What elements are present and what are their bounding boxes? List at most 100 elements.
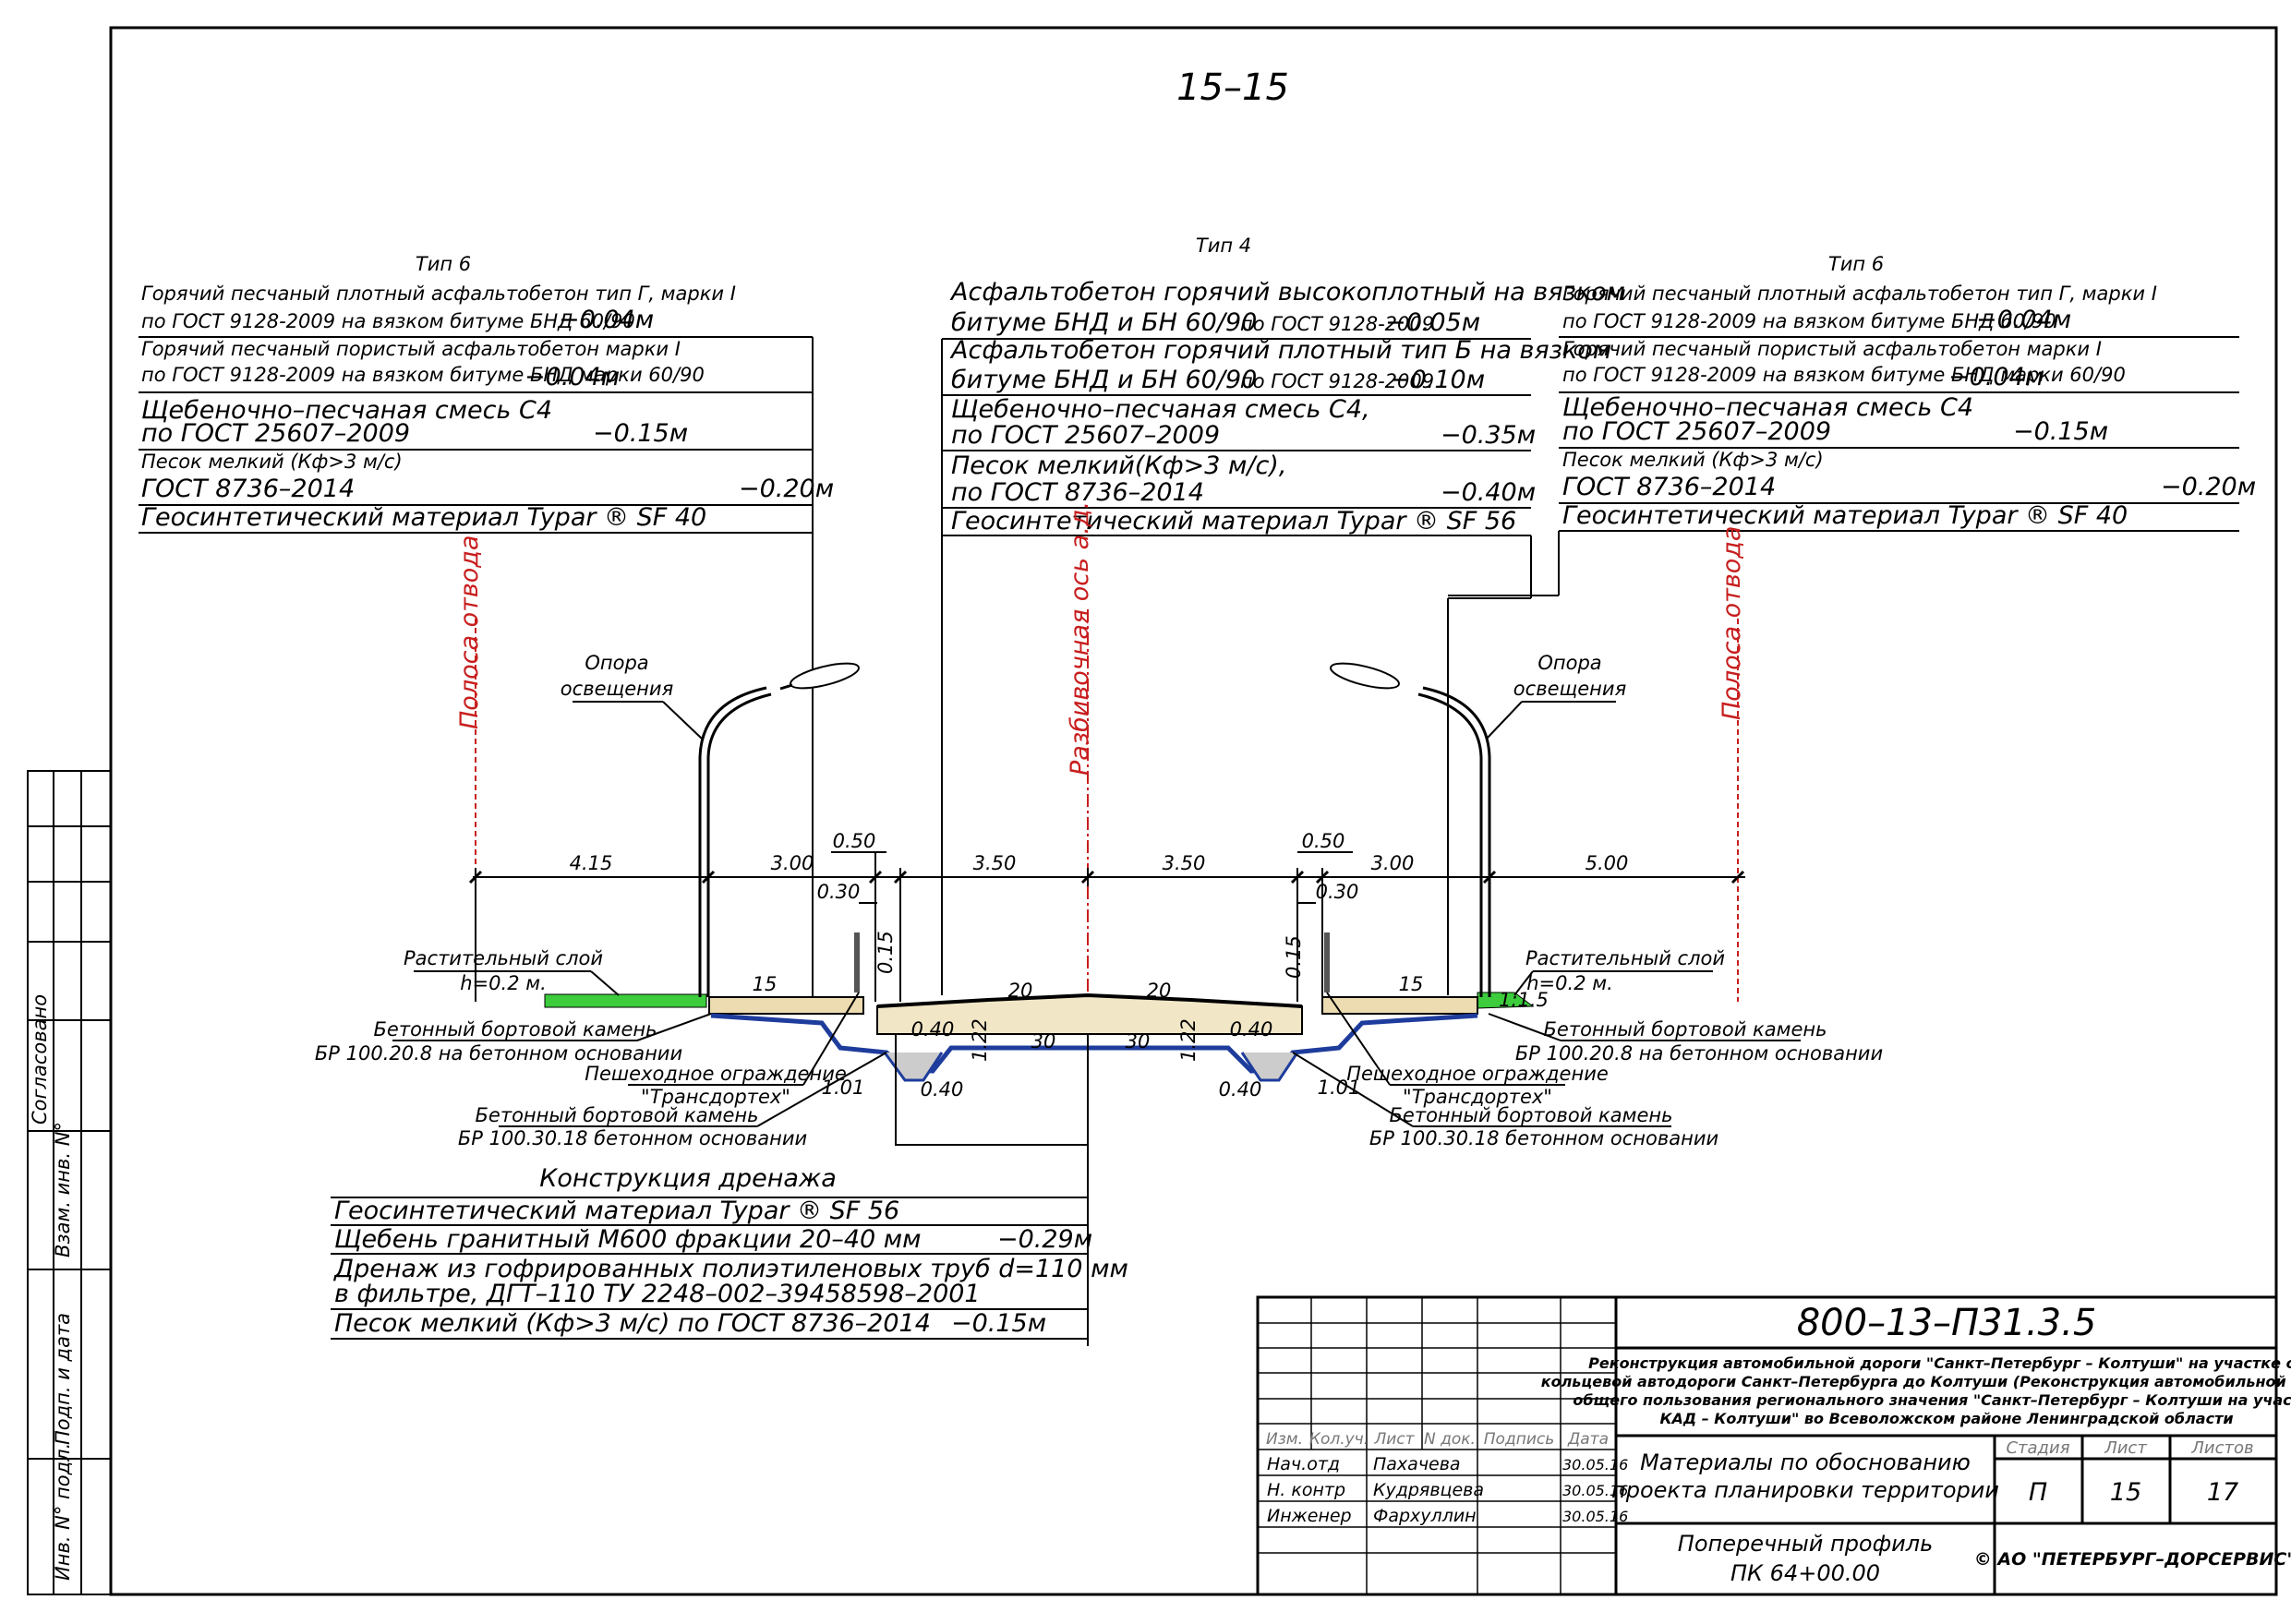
side-replace-label: Взам. инв. N° (52, 1122, 74, 1257)
stamp-sheet-header: Лист (2104, 1438, 2147, 1458)
curb-label-right-1: Бетонный бортовой камень (1544, 1018, 1827, 1041)
geotextile-line (710, 1013, 1478, 1074)
right-spec-row5-line1: Геосинтетический материал Typar ® SF 40 (1562, 501, 2128, 530)
lamp-head-left (790, 662, 860, 690)
title-block (1256, 1295, 2278, 1596)
dim-0-30-left: 0.30 (817, 881, 861, 903)
dim-1-22-left: 1.22 (969, 1018, 991, 1062)
drainage-row1: Геосинтетический материал Typar ® SF 56 (334, 1197, 899, 1225)
left-spec-row4-line2: ГОСТ 8736–2014 (141, 475, 355, 503)
stamp-header-date: Дата (1567, 1430, 1609, 1449)
dim-0-40-b: 0.40 (1230, 1018, 1273, 1041)
stamp-role-2: Н. контр (1267, 1480, 1345, 1500)
dim-3-00-right: 3.00 (1371, 852, 1415, 874)
left-spec-row2-thickness: −0.04м (525, 363, 620, 391)
axis-label: Разбивочная ось а.д. (1066, 501, 1094, 776)
lamp-label-left-2: освещения (561, 678, 673, 700)
stamp-stage-header: Стадия (2006, 1438, 2069, 1458)
dim-3-50-right: 3.50 (1163, 852, 1206, 874)
stamp-name-3: Фархуллин (1373, 1506, 1477, 1526)
left-spec-row5-line1: Геосинтетический материал Typar ® SF 40 (141, 503, 706, 532)
dim-1-01-left: 1.01 (822, 1077, 865, 1099)
curb2-label-left-1: Бетонный бортовой камень (476, 1104, 759, 1126)
dim-5-00: 5.00 (1586, 852, 1629, 874)
dim-4-15: 4.15 (570, 852, 613, 874)
right-spec-row3-line2: по ГОСТ 25607–2009 (1562, 417, 1831, 446)
slope-20-right: 20 (1147, 980, 1172, 1002)
left-spec-title: Тип 6 (416, 253, 471, 275)
left-spec-row3-line2: по ГОСТ 25607–2009 (141, 419, 410, 448)
right-spec-row4-line1: Песок мелкий (Кф>3 м/с) (1562, 449, 1824, 471)
stamp-materials-1: Материалы по обоснованию (1640, 1450, 1971, 1475)
soil-layer-left (544, 993, 707, 1008)
drain-trench-right (1240, 1052, 1299, 1082)
sidewalk-left (708, 996, 864, 1015)
stamp-project-1: Реконструкция автомобильной дороги "Санк… (1588, 1354, 2291, 1372)
right-spec-row2-line1: Горячий песчаный пористый асфальтобетон … (1562, 338, 2102, 360)
side-inv-label: Инв. N° подл. (52, 1443, 74, 1581)
right-spec-row1-line2: по ГОСТ 9128-2009 на вязком битуме БНД 6… (1562, 310, 2056, 332)
center-spec-row1-note: по ГОСТ 9128-2009 (1240, 313, 1434, 335)
curb-label-left-1: Бетонный бортовой камень (374, 1018, 657, 1041)
center-spec-row2-note: по ГОСТ 9128-2009 (1240, 370, 1434, 392)
left-spec-table: Тип 6 Горячий песчаный плотный асфальтоб… (139, 253, 834, 1006)
curb-label-right-2: БР 100.20.8 на бетонном основании (1515, 1042, 1883, 1065)
center-spec-row1-line1: Асфальтобетон горячий высокоплотный на в… (949, 278, 1625, 307)
stamp-name-1: Пахачева (1373, 1454, 1461, 1474)
stamp-stage: П (2029, 1478, 2047, 1507)
stamp-code: 800–13–П31.3.5 (1797, 1302, 2097, 1344)
dim-0-40-a: 0.40 (911, 1018, 955, 1041)
stamp-headers: Изм. Кол.уч. Лист N док. Подпись Дата (1266, 1430, 1609, 1449)
center-spec-row4-line2: по ГОСТ 8736–2014 (951, 478, 1204, 507)
right-spec-table: Тип 6 Горячий песчаный плотный асфальтоб… (1448, 253, 2256, 596)
slope-15-left: 15 (753, 973, 778, 995)
left-spec-row4-thickness: −0.20м (739, 475, 834, 503)
right-spec-row1-thickness: −0.04м (1976, 306, 2071, 334)
dim-3-50-left: 3.50 (973, 852, 1017, 874)
lamp-label-right-1: Опора (1537, 652, 1601, 674)
fence-label-right-2: "Трансдортех" (1403, 1086, 1552, 1108)
center-spec-table: Тип 4 Асфальтобетон горячий высокоплотны… (941, 235, 1625, 995)
stamp-role-1: Нач.отд (1267, 1454, 1340, 1474)
dim-0-30-right: 0.30 (1316, 881, 1359, 903)
stamp-role-3: Инженер (1267, 1506, 1352, 1526)
center-spec-row2-line2: битуме БНД и БН 60/90 (951, 366, 1257, 394)
center-spec-row1-line2: битуме БНД и БН 60/90 (951, 308, 1257, 337)
stamp-materials-2: проекта планировки территории (1611, 1477, 1999, 1503)
lamp-head-right (1330, 662, 1400, 690)
road-cross-section: Полоса отвода Полоса отвода Разбивочная … (315, 501, 1883, 1346)
left-spec-row3-line1: Щебеночно–песчаная смесь С4 (141, 396, 552, 425)
drainage-title: Конструкция дренажа (539, 1164, 837, 1193)
right-spec-row1-line1: Горячий песчаный плотный асфальтобетон т… (1562, 283, 2157, 305)
stamp-sheets: 17 (2207, 1478, 2238, 1507)
lamp-label-right-2: освещения (1513, 678, 1626, 700)
left-spec-row4-line1: Песок мелкий (Кф>3 м/с) (141, 451, 403, 473)
left-spec-row1-line1: Горячий песчаный плотный асфальтобетон т… (141, 283, 736, 305)
dim-0-50-left: 0.50 (833, 830, 876, 852)
stamp-header-sign: Подпись (1484, 1430, 1554, 1449)
drainage-row5-thickness: −0.15м (951, 1309, 1046, 1338)
slope-20-left: 20 (1008, 980, 1033, 1002)
lamp-pole-left (698, 686, 767, 997)
center-spec-row2-line1: Асфальтобетон горячий плотный тип Б на в… (949, 336, 1611, 365)
stamp-date-3: 30.05.16 (1562, 1508, 1628, 1525)
drainage-row4: в фильтре, ДГТ–110 ТУ 2248–002–39458598–… (334, 1280, 981, 1308)
center-spec-row3-line1: Щебеночно–песчаная смесь С4, (951, 395, 1370, 424)
right-spec-row4-line2: ГОСТ 8736–2014 (1562, 473, 1776, 501)
stamp-header-list: Лист (1373, 1430, 1415, 1449)
soil-label-left-1: Растительный слой (404, 947, 603, 969)
stamp-company: © АО "ПЕТЕРБУРГ–ДОРСЕРВИС" (1974, 1549, 2291, 1570)
curb2-label-right-1: Бетонный бортовой камень (1390, 1104, 1673, 1126)
stamp-name-2: Кудрявцева (1373, 1480, 1484, 1500)
stamp-sheet-title-1: Поперечный профиль (1678, 1531, 1933, 1557)
drainage-row3: Дренаж из гофрированных полиэтиленовых т… (333, 1255, 1128, 1283)
drainage-spec-table: Конструкция дренажа Геосинтетический мат… (331, 1164, 1128, 1340)
center-spec-row3-thickness: −0.35м (1441, 421, 1536, 450)
stamp-date-2: 30.05.16 (1562, 1482, 1628, 1499)
right-spec-row2-line2: по ГОСТ 9128-2009 на вязком битуме БНД м… (1562, 364, 2126, 386)
soil-label-right-1: Растительный слой (1525, 947, 1725, 969)
dim-30-left: 30 (1031, 1030, 1056, 1053)
stamp-sheet-title-2: ПК 64+00.00 (1730, 1560, 1880, 1586)
soil-label-right-2: h=0.2 м. (1526, 972, 1613, 994)
